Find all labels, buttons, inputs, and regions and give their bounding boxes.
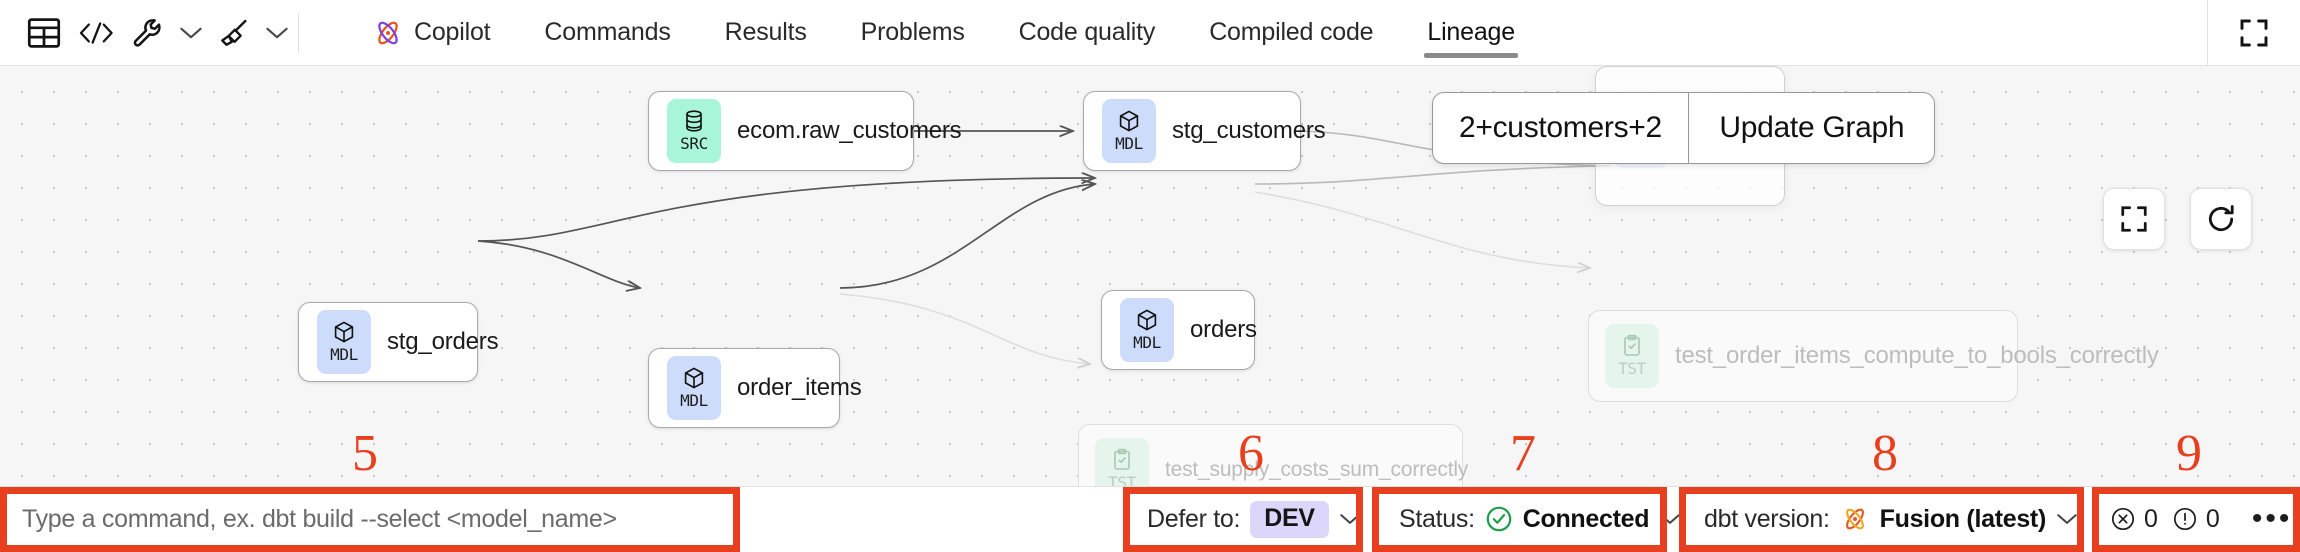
broom-icon[interactable] <box>210 9 258 57</box>
node-label: order_items <box>737 374 862 401</box>
cube-icon <box>684 367 704 389</box>
badge-text: TST <box>1618 359 1646 378</box>
update-graph-button[interactable]: Update Graph <box>1719 111 1905 144</box>
lineage-node[interactable]: MDL stg_orders <box>298 302 499 382</box>
tab-copilot[interactable]: Copilot <box>345 0 517 66</box>
error-count-group[interactable]: 0 <box>2110 505 2158 534</box>
error-count: 0 <box>2144 504 2158 533</box>
node-label: orders <box>1190 316 1257 343</box>
fit-view-icon <box>2121 206 2147 232</box>
node-type-badge-src: SRC <box>667 99 721 163</box>
lineage-node[interactable]: SRC ecom.raw_customers <box>648 91 962 171</box>
overlay-divider <box>1687 93 1690 163</box>
chevron-down-icon <box>1659 512 1681 526</box>
copilot-icon <box>372 17 404 49</box>
node-label: stg_customers <box>1172 117 1326 144</box>
defer-to-label: Defer to: <box>1147 504 1241 533</box>
tab-problems[interactable]: Problems <box>834 0 992 66</box>
lineage-node[interactable]: MDL orders <box>1101 290 1257 370</box>
tab-label: Compiled code <box>1209 18 1374 46</box>
defer-to-selector[interactable]: Defer to: DEV <box>1135 494 1373 544</box>
table-view-icon[interactable] <box>20 9 68 57</box>
wrench-chevron-down-icon[interactable] <box>176 11 206 55</box>
node-type-badge-mdl: MDL <box>317 310 371 374</box>
dbt-version-label: dbt version: <box>1704 504 1830 533</box>
node-type-badge-mdl: MDL <box>667 356 721 420</box>
tab-label: Copilot <box>414 18 491 46</box>
cube-icon <box>1137 309 1157 331</box>
lineage-node[interactable]: MDL order_items <box>648 348 862 428</box>
cube-icon <box>334 321 354 343</box>
problem-counts: 0 0 ••• <box>2100 494 2300 544</box>
topbar-right-group <box>2207 0 2300 66</box>
error-icon <box>2110 506 2136 532</box>
chevron-down-icon <box>2056 512 2078 526</box>
check-circle-icon <box>1485 505 1513 533</box>
cube-icon <box>1119 110 1139 132</box>
node-type-badge-tst: TST <box>1095 438 1149 486</box>
more-options-button[interactable]: ••• <box>2251 502 2293 535</box>
badge-text: SRC <box>680 134 708 153</box>
node-label: test_order_items_compute_to_bools_correc… <box>1675 342 2159 369</box>
tab-commands[interactable]: Commands <box>517 0 697 66</box>
tab-label: Problems <box>860 18 965 46</box>
node-type-badge-mdl: MDL <box>1120 298 1174 362</box>
dbt-fusion-icon <box>1840 504 1870 534</box>
graph-selector-overlay: 2+customers+2 Update Graph <box>1432 92 1936 164</box>
code-view-icon[interactable] <box>72 9 120 57</box>
node-type-badge-tst: TST <box>1605 324 1659 388</box>
lineage-canvas[interactable]: SRC ecom.raw_customers MDL stg_customers <box>0 66 2300 486</box>
tab-compiled-code[interactable]: Compiled code <box>1182 0 1400 66</box>
tab-label: Commands <box>544 18 671 46</box>
badge-text: MDL <box>1133 333 1161 352</box>
broom-chevron-down-icon[interactable] <box>262 11 292 55</box>
defer-to-value: DEV <box>1250 500 1329 538</box>
node-label: stg_orders <box>387 328 499 355</box>
node-label: ecom.raw_customers <box>737 117 962 144</box>
badge-text: TST <box>1108 473 1136 486</box>
tab-label: Lineage <box>1427 18 1515 46</box>
graph-selector-input[interactable]: 2+customers+2 <box>1459 111 1662 144</box>
badge-text: MDL <box>680 391 708 410</box>
badge-text: MDL <box>1115 134 1143 153</box>
tab-results[interactable]: Results <box>698 0 834 66</box>
refresh-graph-button[interactable] <box>2190 188 2252 250</box>
panel-tabs: Copilot Commands Results Problems Code q… <box>345 0 1542 66</box>
tab-code-quality[interactable]: Code quality <box>992 0 1183 66</box>
warning-count: 0 <box>2205 504 2220 533</box>
status-value: Connected <box>1522 504 1650 533</box>
editor-tool-group <box>0 0 323 66</box>
connection-status[interactable]: Status: Connected <box>1387 494 1694 544</box>
node-type-badge-mdl: MDL <box>1102 99 1156 163</box>
lineage-node-test[interactable]: TST test_order_items_compute_to_bools_co… <box>1588 310 2159 402</box>
test-clipboard-icon <box>1624 334 1640 356</box>
lineage-node-test[interactable]: TST test_supply_costs_sum_correctly <box>1078 424 1468 486</box>
refresh-icon <box>2208 205 2234 232</box>
tab-label: Results <box>724 18 807 46</box>
chevron-down-icon <box>1339 512 1361 526</box>
warning-count-group[interactable]: 0 <box>2172 505 2220 534</box>
top-toolbar: Copilot Commands Results Problems Code q… <box>0 0 2300 66</box>
tab-lineage[interactable]: Lineage <box>1400 0 1542 66</box>
lineage-edges <box>477 66 1611 486</box>
warning-icon <box>2172 506 2198 532</box>
expand-panel-icon[interactable] <box>2230 9 2278 57</box>
node-label: test_supply_costs_sum_correctly <box>1165 458 1469 481</box>
toolbar-divider <box>298 12 299 53</box>
database-icon <box>686 110 702 132</box>
badge-text: MDL <box>330 345 358 364</box>
dbt-version-value: Fusion (latest) <box>1879 504 2047 533</box>
status-label: Status: <box>1399 504 1475 533</box>
dbt-version-selector[interactable]: dbt version: Fusion (latest) <box>1692 494 2090 544</box>
wrench-icon[interactable] <box>124 9 172 57</box>
command-input[interactable] <box>10 494 725 544</box>
lineage-node[interactable]: MDL stg_customers <box>1083 91 1326 171</box>
tab-label: Code quality <box>1018 18 1156 46</box>
test-clipboard-icon <box>1114 448 1130 470</box>
fit-view-button[interactable] <box>2103 188 2165 250</box>
